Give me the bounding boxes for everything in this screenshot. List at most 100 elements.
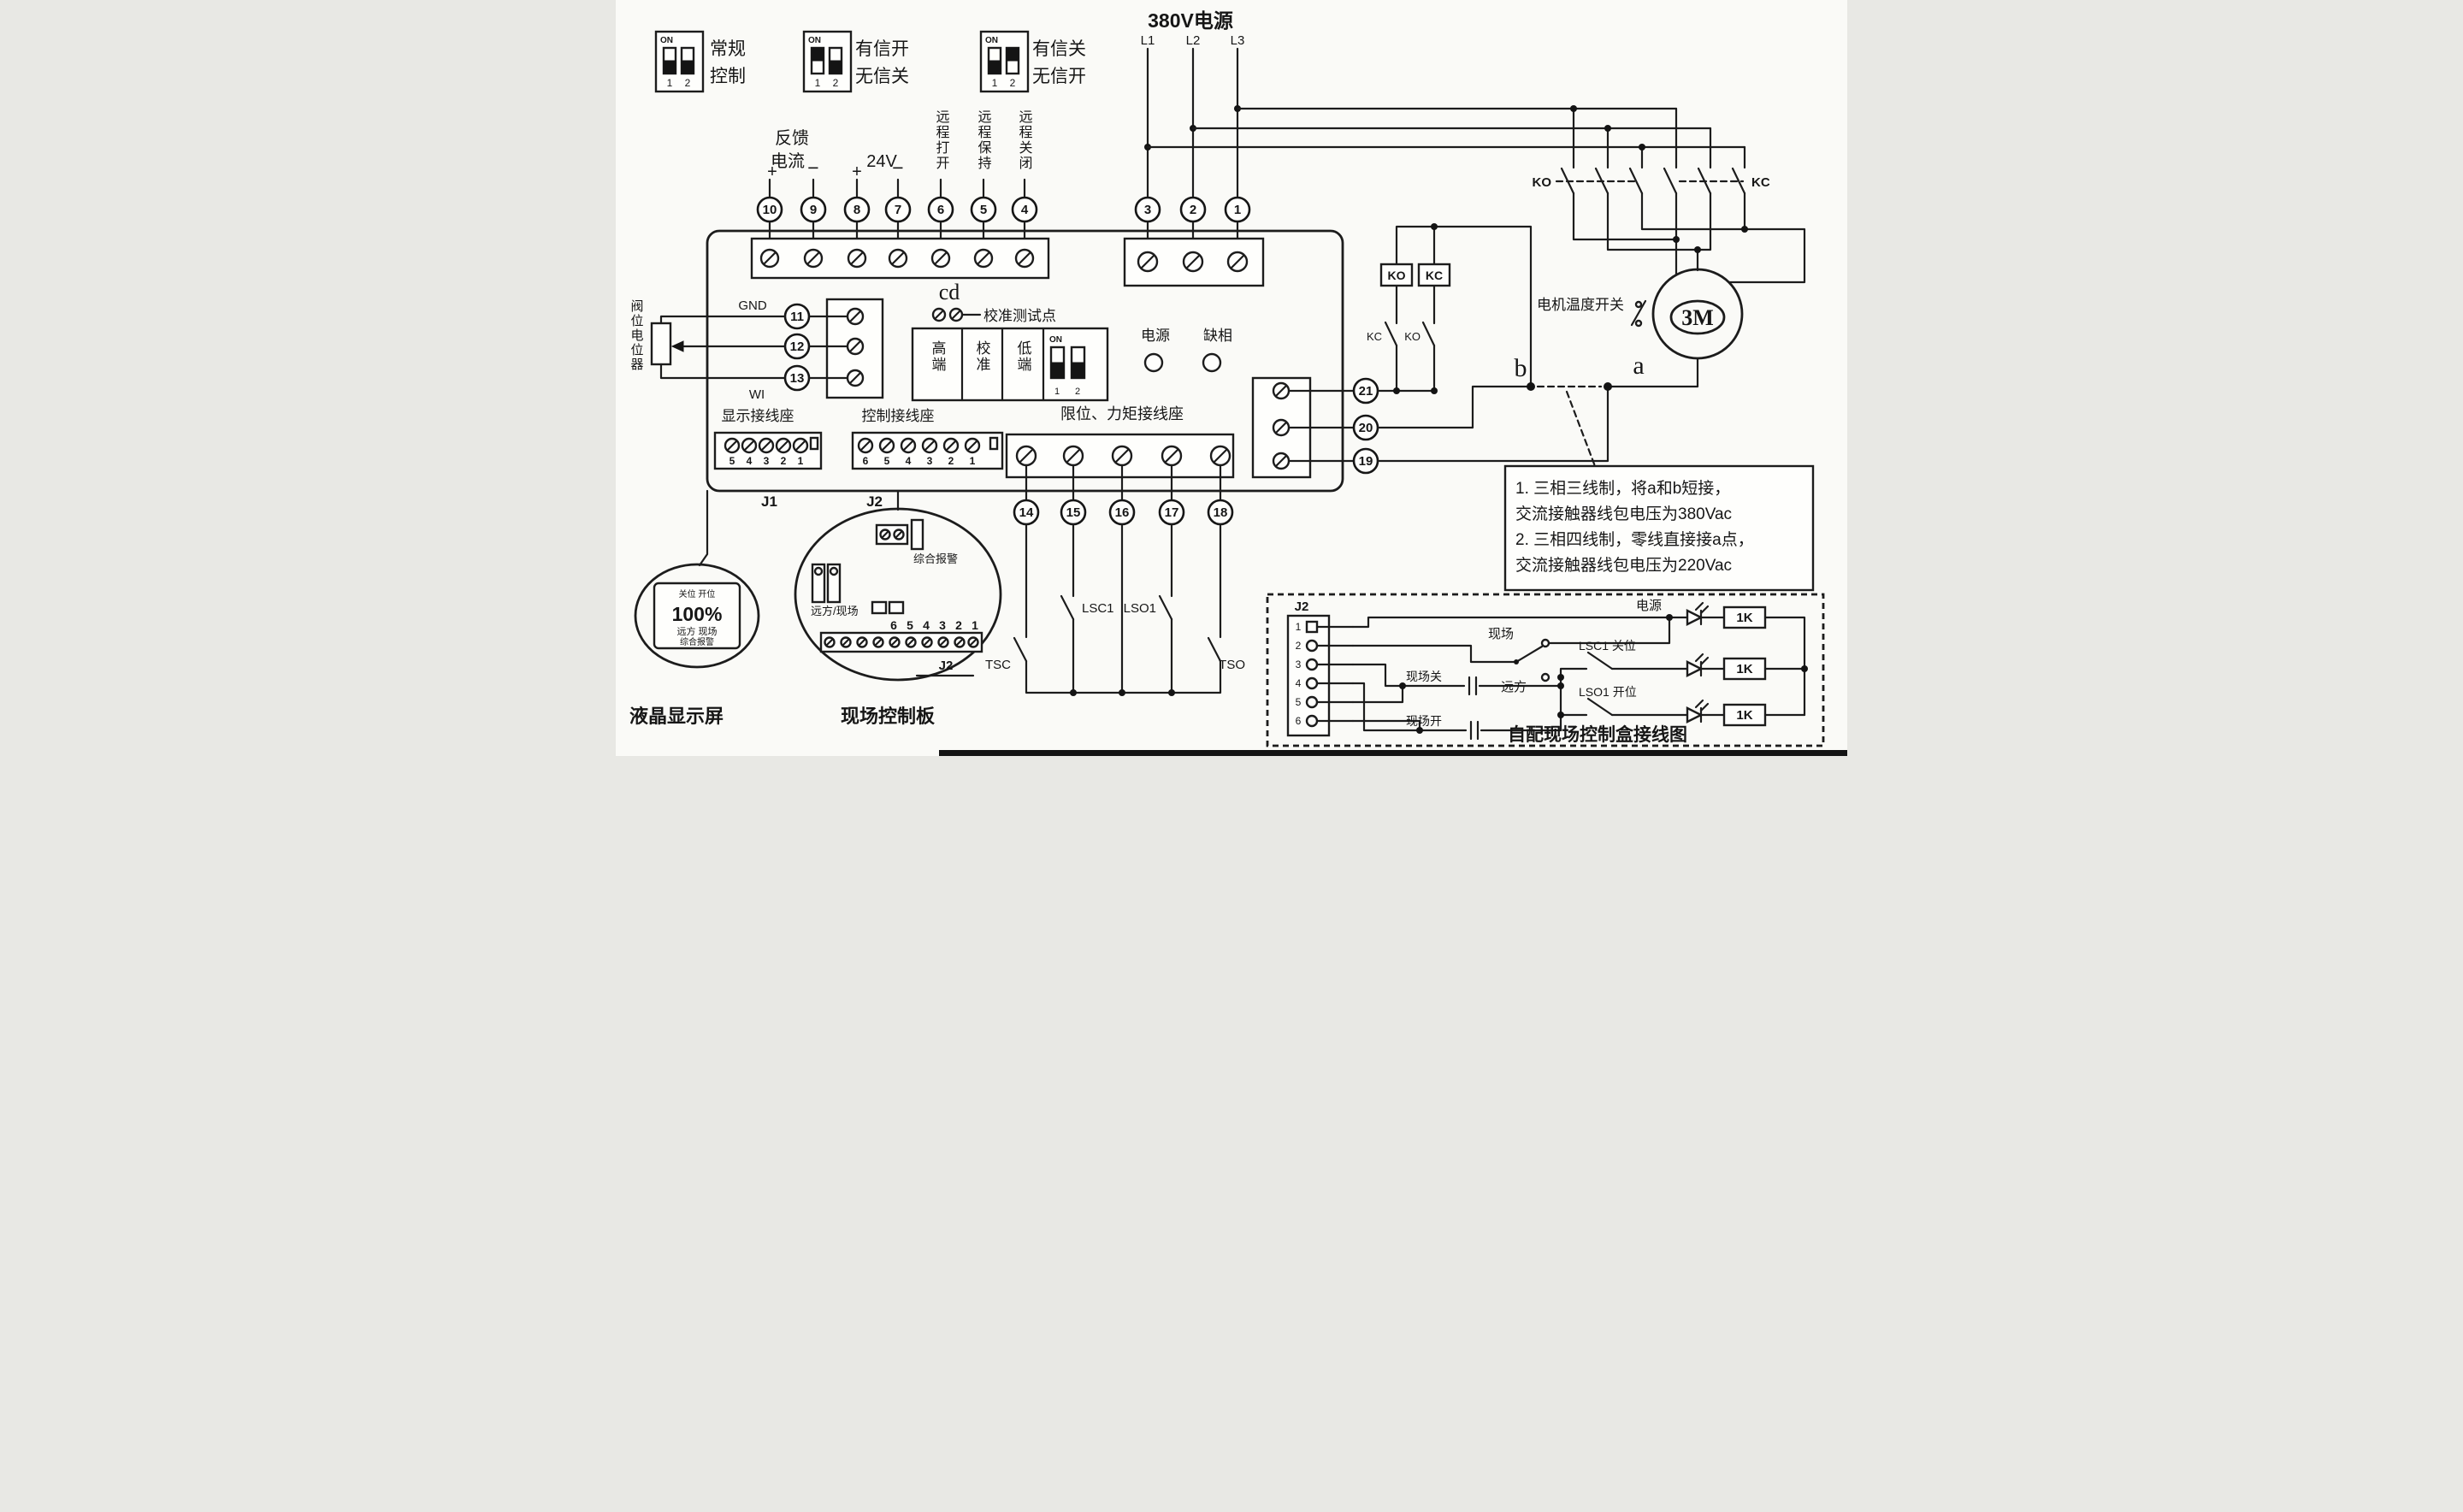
j1-label: J1: [761, 493, 777, 510]
calibration-block: 高端 校准 低端 ON 1 2: [911, 327, 1109, 402]
svg-text:2: 2: [1190, 203, 1196, 217]
dip-legend-1: ON 1 2 常规 控制: [654, 30, 746, 93]
top-terminals: 10 9 8 7 6 5 4 3 2 1: [756, 196, 1251, 223]
svg-text:8: 8: [853, 203, 860, 217]
display-pin-3: 3: [764, 455, 770, 467]
field-control-box: J2 1 2 3 4 5 6 现场 远方 现场关 现场开 电源 LSC1 关位 …: [1266, 593, 1825, 747]
display-pin-1: 1: [798, 455, 804, 467]
motor-temp-switch-label: 电机温度开关: [1537, 297, 1624, 313]
dip2-label-line2: 无信关: [855, 67, 909, 86]
cal-mid-label: 校准: [974, 340, 991, 373]
kc-coil-label: KC: [1426, 269, 1443, 282]
dip3-num2: 2: [1010, 77, 1016, 89]
svg-text:10: 10: [763, 203, 777, 217]
power-led-icon: [1686, 601, 1710, 626]
box-pin-1: 1: [1296, 621, 1302, 633]
resistor-2: [1722, 657, 1767, 681]
main-board: cd 校准测试点 GND WI 11 12 13 高端 校准 低端 ON 1 2: [706, 229, 1344, 510]
note-line-2: 交流接触器线包电压为380Vac: [1515, 505, 1732, 523]
lcd-caption: 液晶显示屏: [629, 706, 724, 727]
dip2-num2: 2: [833, 77, 839, 89]
ko-coil: [1379, 263, 1414, 287]
note-line-1: 1. 三相三线制，将a和b短接，: [1515, 479, 1730, 498]
power-input: 380V电源 L1 L2 L3: [1141, 9, 1245, 254]
control-pin-3: 3: [927, 455, 933, 467]
feedback-plus: +: [767, 162, 777, 181]
tsc-label: TSC: [985, 658, 1011, 672]
box-pin-4: 4: [1296, 677, 1302, 689]
local-label: 现场: [1488, 627, 1514, 641]
display-block-label: 显示接线座: [722, 408, 794, 424]
svg-text:4: 4: [1021, 203, 1029, 217]
display-connector: 5 4 3 2 1: [713, 431, 823, 470]
valve-potentiometer: 阀位电位器: [629, 299, 787, 380]
point-a-dot: [1604, 382, 1612, 391]
field-pin-2: 2: [955, 618, 962, 632]
field-control-board: 综合报警 远方/现场 6 5 4 3 2 1 J2: [794, 489, 1002, 682]
resistor-2-label: 1K: [1736, 662, 1752, 676]
display-pin-2: 2: [781, 455, 787, 467]
box-pin-3: 3: [1296, 659, 1302, 670]
power-l1: L1: [1141, 33, 1155, 48]
terminal-8: 8: [843, 196, 871, 223]
feedback-label-2: 电流: [771, 151, 805, 171]
terminal-20: 20: [1352, 414, 1379, 441]
cal-low-label: 低端: [1015, 340, 1032, 373]
lcd-row2: 远方 现场: [676, 625, 717, 637]
power-lamp-label: 电源: [1141, 328, 1170, 344]
dip1-on-label: ON: [660, 36, 673, 45]
svg-text:13: 13: [790, 371, 805, 386]
j2-label: J2: [866, 493, 883, 510]
control-pin-6: 6: [863, 455, 869, 467]
terminal-7: 7: [884, 196, 912, 223]
lsc1-led-icon: [1686, 653, 1710, 677]
kc-interlock-label: KC: [1367, 330, 1382, 343]
resistor-3-label: 1K: [1736, 708, 1752, 723]
wi-label: WI: [749, 387, 765, 402]
terminal-11: 11: [783, 303, 811, 330]
terminal-19: 19: [1352, 447, 1379, 475]
lcd-display: 关位 开位 100% 远方 现场 综合报警: [634, 489, 760, 669]
field-pin-4: 4: [923, 618, 930, 632]
lsc1-label: LSC1: [1082, 601, 1114, 616]
power-title: 380V电源: [1148, 9, 1233, 32]
terminal-21: 21: [1352, 377, 1379, 405]
dip1-label-line2: 控制: [710, 67, 746, 86]
terminal-2: 2: [1179, 196, 1207, 223]
dip3-label-line2: 无信开: [1032, 67, 1086, 86]
field-pin-5: 5: [907, 618, 913, 632]
field-j2-label: J2: [939, 659, 954, 673]
svg-text:16: 16: [1115, 505, 1130, 520]
v24-plus: +: [852, 162, 862, 181]
field-remote-local-label: 远方/现场: [811, 605, 859, 617]
wiring-diagram: ON 1 2 常规 控制 ON 1 2 有信开 无信关 ON 1 2 有信关 无…: [616, 0, 1847, 756]
point-a-label: a: [1633, 351, 1644, 380]
motor-label: 3M: [1681, 305, 1714, 330]
box-pin-6: 6: [1296, 715, 1302, 727]
potentiometer-label: 阀位电位器: [629, 299, 644, 372]
main-board-outline: [706, 229, 1344, 493]
remote-label: 远方: [1501, 680, 1527, 694]
control-box-caption: 自配现场控制盒接线图: [1508, 724, 1687, 745]
remote-close-label: 远程关闭: [1017, 109, 1033, 171]
ko-interlock-label: KO: [1404, 330, 1421, 343]
dip1-num2: 2: [685, 77, 691, 89]
terminal-6: 6: [927, 196, 954, 223]
power-l3: L3: [1231, 33, 1245, 48]
ko-coil-label: KO: [1388, 269, 1406, 282]
note-line-3: 2. 三相四线制，零线直接接a点，: [1515, 530, 1754, 549]
svg-text:11: 11: [790, 310, 804, 324]
terminal-13: 13: [783, 364, 811, 392]
feedback-label-1: 反馈: [775, 128, 809, 148]
svg-text:12: 12: [790, 340, 805, 354]
dip3-label-line1: 有信关: [1032, 39, 1086, 59]
terminal-15: 15: [1060, 499, 1087, 526]
lso1-led-icon: [1686, 699, 1710, 724]
cal-num2: 2: [1075, 387, 1080, 397]
resistor-3: [1722, 703, 1767, 727]
feedback-minus: −: [807, 157, 818, 179]
resistor-1: [1722, 605, 1767, 629]
limit-block-label: 限位、力矩接线座: [1060, 405, 1184, 422]
limit-switch-wiring: TSC LSC1 LSO1 TSO: [985, 523, 1245, 696]
power-lamp: [1143, 352, 1164, 373]
